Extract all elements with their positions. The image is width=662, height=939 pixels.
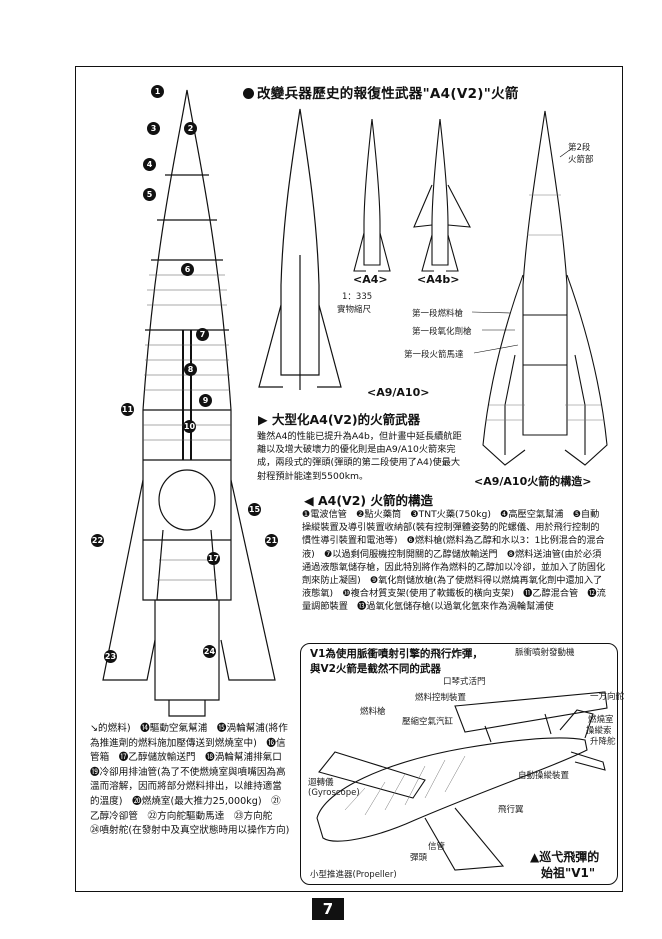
- v1-label-air-cylinder: 壓縮空氣汽缸: [402, 717, 454, 727]
- v1-label-propeller: 小型推進器(Propeller): [310, 870, 397, 880]
- a9a10-silhouette: [258, 108, 342, 390]
- page-frame: [75, 66, 623, 892]
- label-a9a10-structure: <A9/A10火箭的構造>: [474, 475, 592, 488]
- callout-2: 2: [184, 122, 197, 135]
- section-continued-body: ↘的燃料) ⓮驅動空氣幫浦 ⓯渦輪幫浦(將作為推進劑的燃料施加壓傳送到燃燒室中)…: [90, 723, 292, 837]
- callout-6: 6: [181, 263, 194, 276]
- a4b-silhouette: [413, 118, 471, 272]
- v1-caption-1: ▲巡弋飛彈的: [530, 850, 600, 864]
- scale-note: 實物縮尺: [337, 305, 372, 315]
- label-first-oxidizer: 第一段氧化劑槍: [412, 327, 472, 337]
- callout-4: 4: [143, 158, 156, 171]
- v1-label-intake: 口琴式活門: [443, 677, 486, 687]
- v1-label-pulse-engine: 脈衝噴射發動機: [515, 648, 575, 658]
- v1-box: [300, 643, 618, 885]
- v1-label-gyro-en: (Gyroscope): [308, 788, 360, 798]
- section-large-body: 雖然A4的性能已提升為A4b，但計畫中延長續航距離以及增大破壞力的優化則是由A9…: [257, 431, 462, 482]
- v1-label-wing: 飛行翼: [498, 805, 524, 815]
- v1-label-fuel-tank: 燃料槍: [360, 707, 386, 717]
- v1-cutaway-drawing: [316, 691, 608, 871]
- callout-1: 1: [151, 85, 164, 98]
- title-text: 改變兵器歷史的報復性武器"A4(V2)"火箭: [257, 86, 519, 102]
- scale-ratio: 1：335: [342, 292, 373, 302]
- v1-label-combustion: 燃燒室: [588, 715, 614, 725]
- callout-11: 11: [121, 403, 134, 416]
- v1-label-fuel-control: 燃料控制裝置: [415, 693, 467, 703]
- callout-18: 17: [207, 552, 220, 565]
- first-stage-leader-lines: [471, 311, 519, 354]
- a4-silhouette: [353, 118, 391, 272]
- v1-label-tail-fin: 操縱索: [586, 726, 612, 736]
- callout-7: 7: [196, 328, 209, 341]
- v1-caption-2: 始祖"V1": [541, 866, 596, 880]
- v1-label-elevator: 升降舵: [590, 737, 616, 747]
- section-large-heading: ▶ 大型化A4(V2)的火箭武器: [258, 412, 421, 427]
- section-structure-heading: ◀ A4(V2) 火箭的構造: [304, 493, 433, 508]
- a4-cutaway-drawing: [102, 89, 276, 717]
- callout-21: 21: [265, 534, 278, 547]
- callout-22: 22: [91, 534, 104, 547]
- v1-label-autopilot: 自動操縱裝置: [518, 771, 570, 781]
- v1-label-rudder: 一方向舵: [590, 692, 625, 702]
- callout-9: 9: [199, 394, 212, 407]
- label-first-fuel: 第一段燃料槍: [412, 309, 464, 319]
- a9a10-structure-drawing: [482, 110, 608, 466]
- v1-heading-line2: 與V2火箭是截然不同的武器: [310, 663, 441, 675]
- callout-24: 24: [203, 645, 216, 658]
- callout-10: 10: [183, 420, 196, 433]
- callout-16: 15: [248, 503, 261, 516]
- callout-8: 8: [184, 363, 197, 376]
- label-a4b: <A4b>: [417, 273, 460, 286]
- callout-5: 5: [143, 188, 156, 201]
- v1-label-warhead: 彈頭: [410, 853, 428, 863]
- page-number: 7: [312, 898, 344, 920]
- label-a9a10: <A9/A10>: [367, 386, 430, 399]
- label-a4: <A4>: [353, 273, 388, 286]
- v1-heading-line1: V1為使用脈衝噴射引擎的飛行炸彈，: [310, 648, 483, 660]
- label-first-motor: 第一段火箭馬達: [404, 350, 464, 360]
- title-bullet-icon: [243, 88, 254, 99]
- page-title: 改變兵器歷史的報復性武器"A4(V2)"火箭: [243, 82, 519, 102]
- v1-label-gyro: 迴轉儀: [308, 778, 334, 788]
- label-second-stage-2: 火箭部: [568, 155, 594, 165]
- section-structure-body: ❶電波信管 ❷點火藥筒 ❸TNT火藥(750kg) ❹高壓空氣幫浦 ❺自動操縱裝…: [302, 509, 606, 613]
- callout-23: 23: [104, 650, 117, 663]
- callout-3: 3: [147, 122, 160, 135]
- label-second-stage-1: 第2段: [568, 143, 591, 153]
- v1-label-fuse: 信管: [428, 842, 446, 852]
